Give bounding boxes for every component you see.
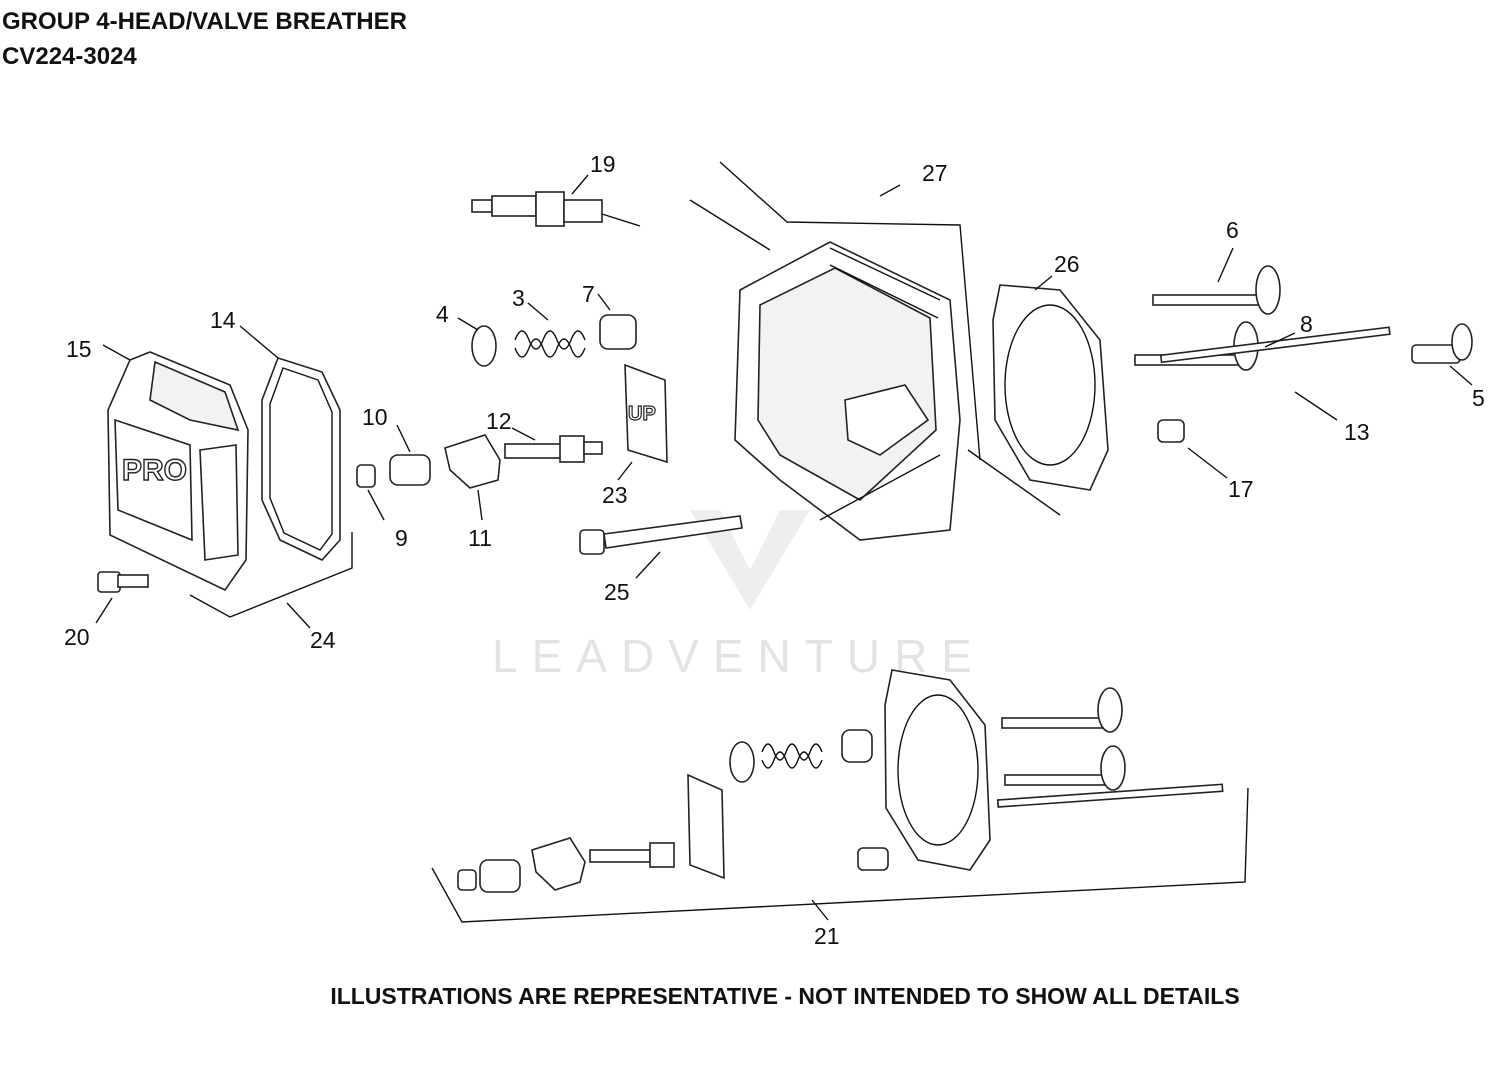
cylinder-head-part <box>689 199 1061 541</box>
cover-gasket-part <box>261 357 341 561</box>
rocker-arm-part <box>444 434 501 489</box>
group-brackets <box>189 161 1249 923</box>
disclaimer-note: ILLUSTRATIONS ARE REPRESENTATIVE - NOT I… <box>330 983 1240 1009</box>
cover-screw-part <box>97 571 149 593</box>
model-number: CV224-3024 <box>2 43 137 70</box>
callout-11: 11 <box>468 525 492 551</box>
guide-plate-part: UP <box>624 363 668 464</box>
callout-20: 20 <box>64 624 90 650</box>
callouts: 19 27 26 6 8 5 13 17 14 15 4 3 7 10 12 9… <box>64 151 1485 949</box>
callout-24: 24 <box>310 627 336 653</box>
callout-5: 5 <box>1472 385 1485 411</box>
callout-7: 7 <box>582 281 595 307</box>
callout-14: 14 <box>210 307 236 333</box>
callout-19: 19 <box>590 151 616 177</box>
page-title: GROUP 4-HEAD/VALVE BREATHER <box>2 8 407 35</box>
nut-part <box>356 464 376 488</box>
head-bolt-part <box>579 515 743 555</box>
callout-12: 12 <box>486 408 512 434</box>
service-kit-parts <box>457 669 1224 893</box>
callout-8: 8 <box>1300 311 1313 337</box>
valve-cap-part <box>1411 323 1473 364</box>
spark-plug-part <box>471 191 641 227</box>
rocker-stud-part <box>504 435 603 463</box>
callout-27: 27 <box>922 160 948 186</box>
pushrod-part <box>1159 326 1391 364</box>
callout-25: 25 <box>604 579 630 605</box>
callout-21: 21 <box>814 923 840 949</box>
pivot-part <box>389 454 431 486</box>
lifter-part <box>1157 419 1185 443</box>
valve-spring-part <box>514 330 586 358</box>
callout-10: 10 <box>362 404 388 430</box>
valve-cover-part: PRO <box>107 351 249 592</box>
head-gasket-part <box>992 284 1109 491</box>
callout-4: 4 <box>436 301 449 327</box>
callout-15: 15 <box>66 336 92 362</box>
callout-13: 13 <box>1344 419 1370 445</box>
leader-lines <box>95 174 1473 921</box>
callout-3: 3 <box>512 285 525 311</box>
spring-retainer-part <box>471 325 497 367</box>
valve-seal-part <box>599 314 637 350</box>
plate-mark: UP <box>628 403 656 425</box>
callout-9: 9 <box>395 525 408 551</box>
callout-17: 17 <box>1228 476 1254 502</box>
watermark: LEADVENTURE <box>492 510 972 682</box>
cover-logo: PRO <box>122 454 187 487</box>
callout-26: 26 <box>1054 251 1080 277</box>
callout-6: 6 <box>1226 217 1239 243</box>
exhaust-valve-part <box>1152 265 1281 315</box>
callout-23: 23 <box>602 482 628 508</box>
